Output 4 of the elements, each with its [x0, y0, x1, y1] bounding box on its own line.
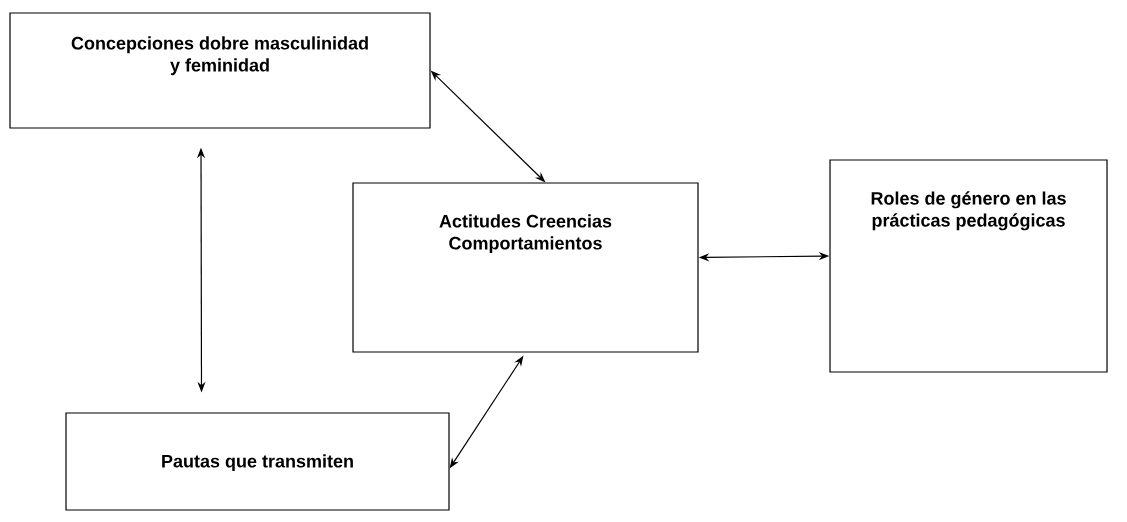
concept-box: Roles de género en las prácticas pedagógicas [829, 159, 1108, 373]
concept-box: Concepciones dobre masculinidad y feminidad [9, 12, 431, 129]
concept-box: Pautas que transmiten [65, 412, 450, 511]
concept-box: Actitudes Creencias Comportamientos [352, 182, 699, 353]
